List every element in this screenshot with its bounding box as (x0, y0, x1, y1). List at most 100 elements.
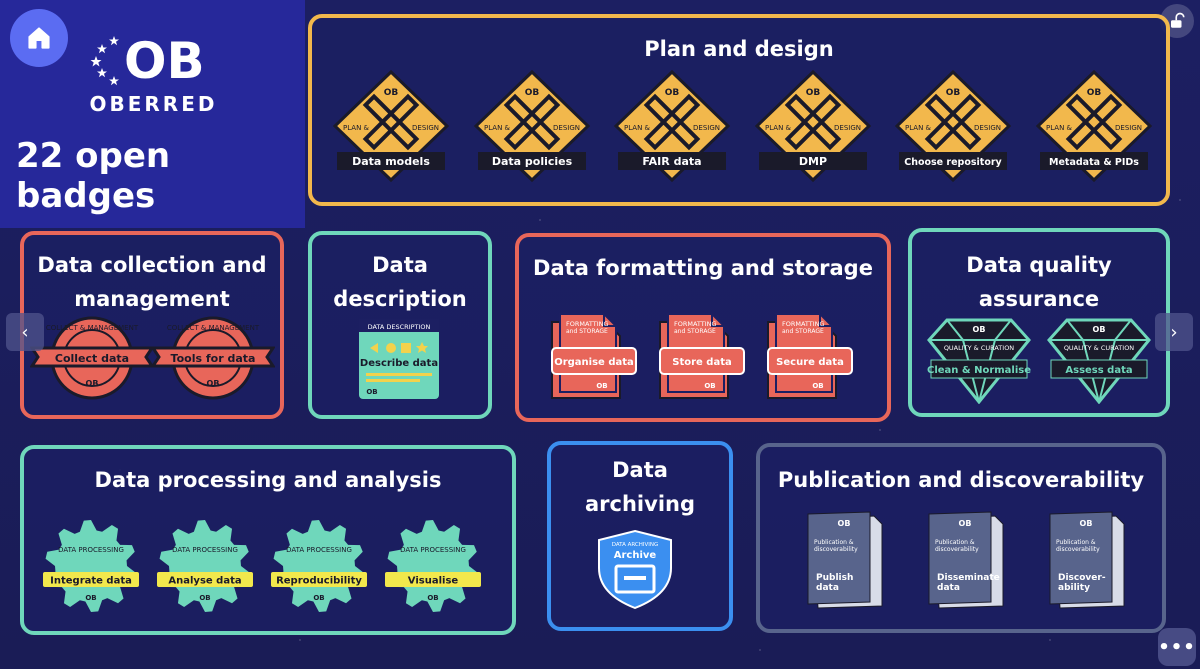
badge-label: Choose repository (904, 157, 1002, 168)
badge-label: data (937, 583, 960, 593)
chevron-left-icon: ‹ (21, 321, 29, 343)
ob-logo-mark: OB (665, 88, 680, 98)
ob-logo-mark: OB (704, 382, 715, 390)
badge-label: DMP (798, 155, 826, 168)
section-title-line1: Data quality (966, 253, 1112, 277)
section-title-line2: assurance (978, 287, 1100, 311)
badge-tag: discoverability (1056, 546, 1100, 553)
badge-tag: DESIGN (412, 124, 439, 132)
badge-tag: COLLECT & MANAGEMENT (167, 324, 260, 332)
badge-tag: PLAN & (484, 124, 511, 132)
badge-label: Analyse data (168, 576, 241, 587)
brand-name: OBERRED (89, 92, 218, 116)
badge-tag: and STORAGE (566, 328, 608, 335)
pencil-ruler-icon (362, 93, 420, 151)
badge-tag: DESIGN (974, 124, 1001, 132)
badge-label: FAIR data (642, 155, 701, 168)
badge-tag: FORMATTING (566, 320, 609, 328)
ob-logo-mark: OB (86, 379, 99, 388)
ob-logo-mark: OB (384, 88, 399, 98)
ob-logo-mark: OB (805, 88, 820, 98)
badge-archiving-0[interactable]: DATA ARCHIVING Archive (594, 528, 676, 610)
badge-tag: DATA DESCRIPTION (368, 323, 431, 331)
badge-label: Organise data (554, 357, 634, 368)
badge-tag: PLAN & (765, 124, 792, 132)
badge-tag: FORMATTING (782, 320, 825, 328)
badge-label: Disseminate (937, 573, 1000, 583)
more-options-button[interactable]: ••• (1158, 628, 1196, 666)
ob-logo-mark: OB (207, 379, 220, 388)
section-title: Plan and design (644, 37, 834, 61)
badge-label: Tools for data (171, 352, 256, 365)
ob-logo-mark: OB (85, 594, 96, 602)
oberred-logo: OB (90, 32, 205, 88)
section-title-line1: Data (372, 253, 428, 277)
badge-plan-0[interactable]: OB PLAN & DESIGN Data models (329, 68, 453, 184)
badge-tag: PLAN & (343, 124, 370, 132)
badge-tag: DESIGN (1115, 124, 1142, 132)
badge-label: ability (1058, 583, 1090, 593)
ob-logo-mark: OB (199, 594, 210, 602)
home-button[interactable] (10, 9, 68, 67)
badge-tag: and STORAGE (782, 328, 824, 335)
badge-label: Archive (614, 550, 657, 561)
badge-tag: DESIGN (553, 124, 580, 132)
ob-logo-mark: OB (812, 382, 823, 390)
badge-tag: Publication & (814, 539, 854, 546)
section-title: Data processing and analysis (94, 468, 442, 492)
badge-tag: COLLECT & MANAGEMENT (46, 324, 139, 332)
ob-logo-mark: OB (596, 382, 607, 390)
badge-label: Reproducibility (276, 576, 362, 587)
badge-tag: DATA PROCESSING (172, 546, 238, 554)
badge-tag: QUALITY & CURATION (944, 344, 1014, 352)
logo-letters: OB (124, 32, 205, 88)
home-icon (28, 27, 50, 49)
section-title: Publication and discoverability (777, 468, 1145, 492)
ob-logo-mark: OB (427, 594, 438, 602)
pencil-ruler-icon (784, 93, 841, 151)
section-title-line2: archiving (585, 492, 695, 516)
badge-label: Assess data (1065, 365, 1132, 376)
badge-label: Integrate data (50, 576, 132, 587)
badge-tag: DATA PROCESSING (58, 546, 124, 554)
ob-logo-mark: OB (366, 388, 377, 396)
next-slide-button[interactable]: › (1155, 313, 1193, 351)
badge-count-heading: 22 open badges (16, 136, 171, 216)
badge-label: Discover- (1058, 573, 1106, 583)
pencil-ruler-icon (643, 93, 701, 151)
badge-label: Data policies (491, 155, 572, 168)
badge-tag: DATA ARCHIVING (612, 542, 659, 548)
badge-tag: DESIGN (693, 124, 720, 132)
badge-label: Visualise (408, 576, 459, 587)
ob-logo-mark: OB (524, 88, 539, 98)
unlock-icon (1171, 12, 1185, 28)
badge-label: data (816, 583, 839, 593)
ob-logo-mark: OB (838, 519, 851, 528)
badge-label: Data models (352, 155, 430, 168)
section-plan-and-design: Plan and design (308, 14, 1170, 206)
badge-plan-1[interactable]: OB PLAN & DESIGN Data policies (470, 68, 594, 184)
section-title-line2: management (74, 287, 230, 311)
badge-label: Metadata & PIDs (1049, 157, 1139, 168)
prev-slide-button[interactable]: ‹ (6, 313, 44, 351)
more-horizontal-icon: ••• (1158, 636, 1196, 658)
